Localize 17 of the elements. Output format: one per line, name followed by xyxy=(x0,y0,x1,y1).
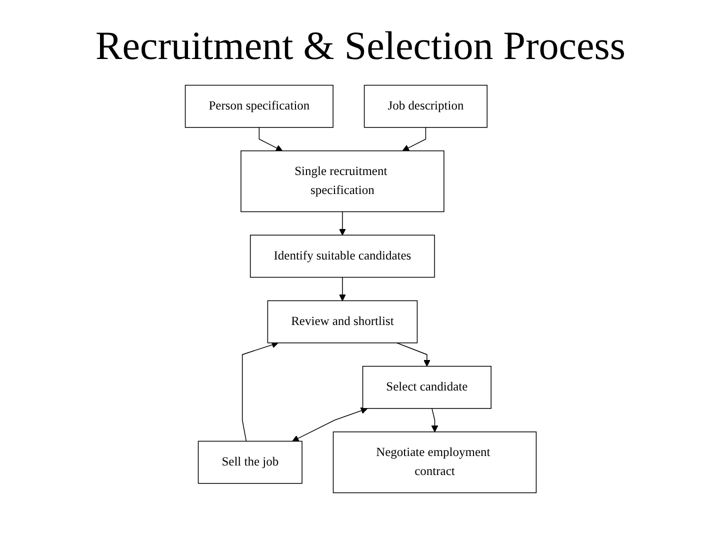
node-box: Identify suitable candidates xyxy=(250,234,435,278)
diagram-title: Recruitment & Selection Process xyxy=(94,22,626,69)
node-box: Review and shortlist xyxy=(267,300,418,344)
arrow xyxy=(402,127,426,152)
arrow xyxy=(338,211,346,236)
node-box: Single recruitment specification xyxy=(240,150,444,212)
node-box: Person specification xyxy=(184,84,334,128)
arrow xyxy=(338,276,346,302)
node-box: Job description xyxy=(364,84,488,128)
arrow xyxy=(292,407,368,442)
arrow xyxy=(396,342,430,367)
node-box: Negotiate employment contract xyxy=(332,431,536,494)
node-box: Select candidate xyxy=(362,366,492,409)
arrow xyxy=(258,127,282,152)
arrow xyxy=(242,342,278,442)
node-box: Sell the job xyxy=(198,440,302,484)
arrow xyxy=(431,408,438,432)
